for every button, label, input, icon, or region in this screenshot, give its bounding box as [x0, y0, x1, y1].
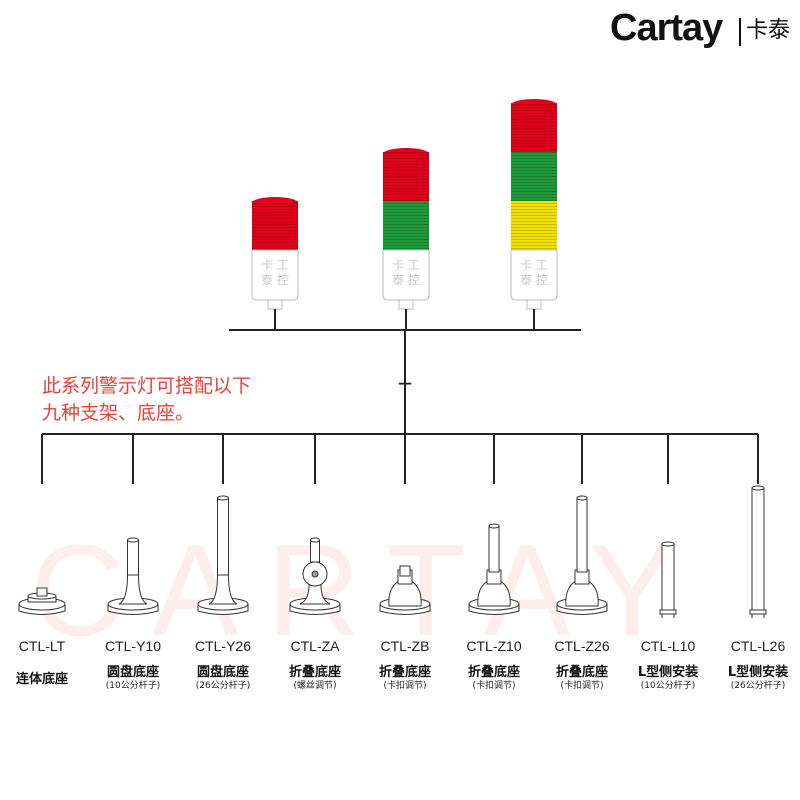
base-code-8: CTL-L10	[640, 638, 696, 654]
compatibility-note: 此系列警示灯可搭配以下 九种支架、底座。	[42, 373, 251, 427]
base-drawing-1	[18, 587, 66, 615]
connector-lines	[42, 329, 758, 435]
base-pole-cap	[310, 537, 320, 543]
base-pole-cap	[488, 523, 500, 529]
base-drawing-8	[659, 541, 677, 618]
base-name-3: 圆盘底座	[196, 665, 249, 680]
base-code-5: CTL-ZB	[380, 638, 430, 654]
note-line-2: 九种支架、底座。	[42, 402, 195, 424]
lamp-label-line-1: 卡 工	[520, 258, 548, 272]
base-drawing-5	[379, 565, 431, 615]
lamp-stub	[398, 299, 414, 310]
base-screw	[311, 570, 319, 578]
base-flare	[118, 574, 148, 605]
lamp-body	[510, 249, 558, 301]
signal-lamp-2: 卡 工泰 控	[382, 148, 430, 330]
base-drawing-2	[107, 537, 159, 615]
lamp-layer-stripes	[252, 201, 298, 250]
base-note-9: (26公分杆子)	[730, 681, 786, 691]
base-socket	[399, 565, 411, 577]
base-name-4: 折叠底座	[288, 665, 341, 680]
branch-lines	[41, 434, 759, 484]
base-code-7: CTL-Z26	[554, 638, 610, 654]
lamp-label-line-2: 泰 控	[520, 273, 548, 287]
base-flare	[299, 584, 331, 605]
brand-name-en: Cartay	[610, 7, 723, 49]
lamp-layer-stripes	[511, 152, 557, 201]
base-code-2: CTL-Y10	[104, 638, 162, 654]
base-code-6: CTL-Z10	[466, 638, 522, 654]
base-name-7: 折叠底座	[555, 665, 608, 680]
brand-divider	[739, 18, 741, 46]
base-pole	[576, 497, 588, 573]
base-pole	[751, 487, 765, 613]
lamp-body	[382, 249, 430, 301]
base-pole-cap	[751, 485, 765, 491]
lamp-body	[251, 249, 299, 301]
signal-lamp-3: 卡 工泰 控	[510, 99, 558, 330]
base-drawing-3	[197, 495, 249, 615]
base-note-8: (10公分杆子)	[640, 681, 696, 691]
lamp-label-line-1: 卡 工	[392, 258, 420, 272]
lamp-label-line-2: 泰 控	[261, 273, 289, 287]
lamp-layer-stripes	[383, 201, 429, 250]
base-name-1: 连体底座	[15, 672, 68, 687]
base-note-2: (10公分杆子)	[105, 681, 161, 691]
base-note-6: (卡扣调节)	[472, 681, 516, 691]
base-flare	[208, 574, 238, 605]
base-pole	[310, 539, 320, 563]
base-drawing-6	[468, 523, 520, 615]
lamp-stub	[267, 299, 283, 310]
base-bracket-lines	[661, 614, 675, 618]
base-drawing-9	[749, 485, 767, 618]
base-name-2: 圆盘底座	[106, 665, 159, 680]
base-bracket-lines	[751, 614, 765, 618]
base-pole	[127, 539, 139, 576]
base-pole-cap	[127, 537, 139, 543]
base-pole	[217, 497, 229, 576]
base-pole-cap	[217, 495, 229, 501]
base-bracket	[659, 609, 677, 615]
brand-name-zh: 卡泰	[746, 18, 791, 43]
base-code-3: CTL-Y26	[194, 638, 252, 654]
base-name-9: L型侧安装	[727, 665, 789, 680]
note-line-1: 此系列警示灯可搭配以下	[42, 375, 252, 397]
base-socket	[36, 587, 48, 597]
base-drawing-4	[289, 537, 341, 615]
base-pole	[488, 525, 500, 573]
base-note-7: (卡扣调节)	[560, 681, 604, 691]
base-drawings	[18, 485, 767, 618]
brand-logo: Cartay 卡泰	[610, 7, 795, 50]
base-pole-cap	[576, 495, 588, 501]
base-name-8: L型侧安装	[637, 665, 699, 680]
lamp-label-line-1: 卡 工	[261, 258, 289, 272]
signal-lamp-1: 卡 工泰 控	[251, 197, 299, 330]
base-name-6: 折叠底座	[467, 665, 520, 680]
base-note-4: (螺丝调节)	[293, 681, 337, 691]
base-drawing-7	[556, 495, 608, 615]
base-name-5: 折叠底座	[378, 665, 431, 680]
base-bracket	[749, 609, 767, 615]
base-code-4: CTL-ZA	[290, 638, 340, 654]
lamp-label-line-2: 泰 控	[392, 273, 420, 287]
base-code-1: CTL-LT	[18, 638, 66, 654]
base-note-5: (卡扣调节)	[383, 681, 427, 691]
plus-sign: +	[397, 371, 414, 395]
base-note-3: (26公分杆子)	[195, 681, 251, 691]
lamp-layer-stripes	[383, 152, 429, 201]
lamp-stub	[526, 299, 542, 310]
base-code-9: CTL-L26	[730, 638, 786, 654]
base-pole-cap	[661, 541, 675, 547]
signal-lamps: 卡 工泰 控卡 工泰 控卡 工泰 控	[251, 99, 558, 330]
lamp-layer-stripes	[511, 201, 557, 250]
lamp-layer-stripes	[511, 103, 557, 152]
base-pole	[661, 543, 675, 613]
